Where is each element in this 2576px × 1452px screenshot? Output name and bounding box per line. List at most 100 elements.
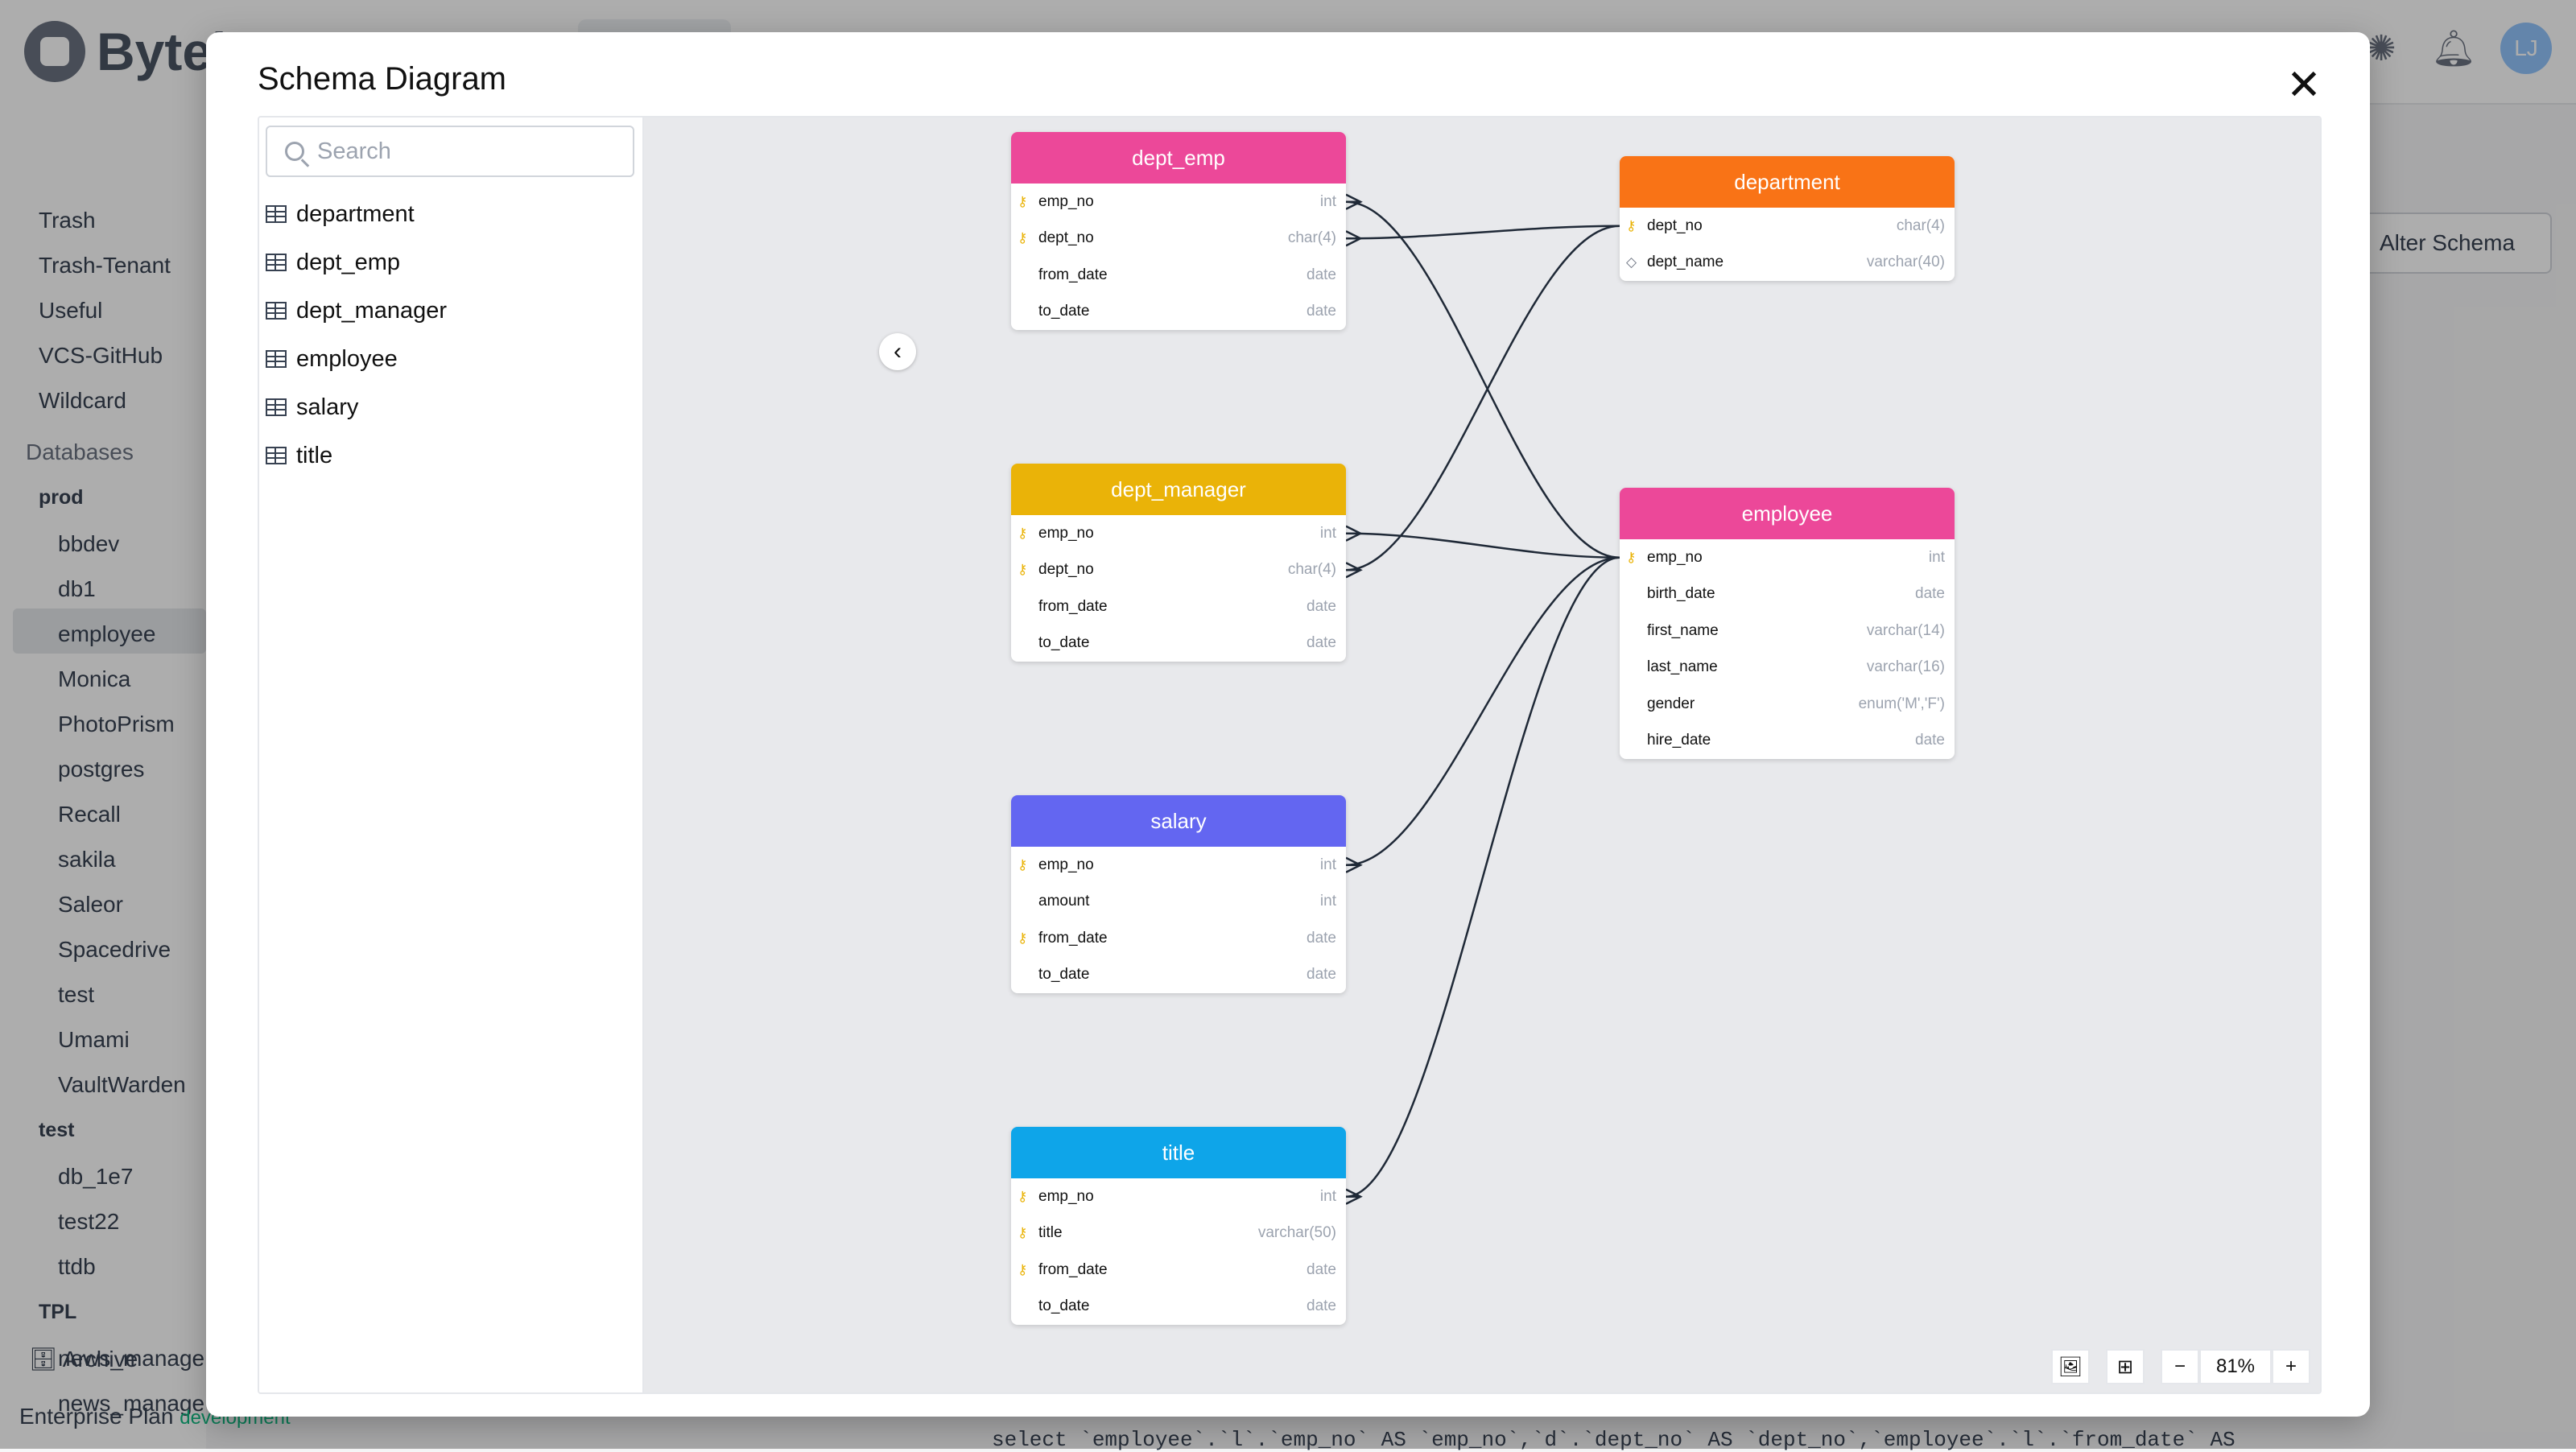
collapse-panel-icon[interactable]: ‹	[879, 333, 916, 370]
column-name: dept_name	[1647, 254, 1724, 271]
sidebar-item: Databases	[26, 439, 134, 464]
fit-view-icon[interactable]: ⊞	[2106, 1349, 2145, 1384]
sidebar-item[interactable]: PhotoPrism	[58, 712, 175, 736]
key-icon: ⚷	[1018, 1261, 1028, 1277]
sidebar-item[interactable]: postgres	[58, 757, 145, 782]
sidebar-item[interactable]: Wildcard	[39, 388, 126, 413]
sidebar-item[interactable]: Trash	[39, 208, 96, 233]
column-name: dept_no	[1038, 229, 1094, 247]
sidebar-item[interactable]: Saleor	[58, 892, 123, 917]
column-name: amount	[1038, 893, 1090, 910]
sidebar-item[interactable]: Useful	[39, 298, 103, 323]
relation-edge	[1345, 556, 1620, 1198]
avatar[interactable]: LJ	[2500, 23, 2552, 74]
sidebar-item[interactable]: VCS-GitHub	[39, 343, 163, 368]
sidebar-item[interactable]: sakila	[58, 847, 116, 872]
sidebar-item[interactable]: news_manage	[58, 1346, 205, 1371]
key-icon: ⚷	[1018, 230, 1028, 246]
bell-icon[interactable]: 🔔︎	[2431, 29, 2476, 68]
table-list-item[interactable]: dept_manager	[266, 290, 447, 332]
column-type: int	[1928, 548, 1945, 566]
table-list-item[interactable]: department	[266, 193, 415, 235]
column-type: int	[1319, 1187, 1336, 1205]
sidebar-item[interactable]: ttdb	[58, 1254, 96, 1279]
sidebar-item[interactable]: prod	[39, 486, 84, 509]
column-name: emp_no	[1038, 1187, 1094, 1205]
crows-foot-marker	[1345, 562, 1363, 579]
column-name: first_name	[1647, 621, 1719, 639]
table-list-item[interactable]: salary	[266, 386, 358, 428]
sidebar-item[interactable]: Recall	[58, 802, 121, 827]
sidebar-item[interactable]: Trash-Tenant	[39, 253, 171, 278]
column-name: emp_no	[1038, 192, 1094, 210]
sidebar-item[interactable]: db_1e7	[58, 1164, 134, 1189]
search-field[interactable]	[266, 126, 634, 177]
table-list-item[interactable]: employee	[266, 338, 398, 380]
bug-icon[interactable]: ✺	[2366, 28, 2396, 68]
sidebar-item[interactable]: employee	[58, 621, 156, 646]
brand-logo[interactable]: Bytel	[24, 21, 226, 82]
archive-item[interactable]: 🗄︎ Archive	[29, 1346, 138, 1372]
zoom-level: 81%	[2199, 1349, 2272, 1384]
close-icon[interactable]: ✕	[2286, 62, 2322, 109]
search-input[interactable]	[316, 137, 625, 166]
column-type: date	[1307, 966, 1336, 984]
sidebar-item[interactable]: test	[58, 982, 95, 1007]
relation-edge	[1345, 225, 1620, 571]
unique-icon: ◇	[1626, 254, 1637, 270]
column-name: dept_no	[1647, 217, 1703, 234]
table-node-title: salary	[1011, 795, 1346, 847]
sidebar-item[interactable]: Spacedrive	[58, 937, 171, 962]
column-name: to_date	[1038, 634, 1090, 652]
column-type: varchar(40)	[1866, 254, 1945, 271]
crows-foot-marker	[1345, 230, 1363, 247]
sidebar-item[interactable]: db1	[58, 576, 96, 601]
column-row: ◇ dept_name varchar(40)	[1620, 245, 1955, 282]
sidebar-item[interactable]: test	[39, 1119, 75, 1141]
column-name: from_date	[1038, 1260, 1108, 1278]
crows-foot-marker	[1345, 856, 1363, 873]
column-type: date	[1915, 732, 1945, 749]
sidebar-item[interactable]: VaultWarden	[58, 1072, 186, 1097]
export-image-icon[interactable]: 🖼︎	[2051, 1349, 2090, 1384]
table-icon	[266, 205, 287, 223]
zoom-out-icon[interactable]: −	[2161, 1349, 2199, 1384]
column-type: date	[1307, 597, 1336, 615]
brand-name: Bytel	[97, 22, 227, 81]
table-list-item[interactable]: title	[266, 435, 332, 476]
sidebar-item[interactable]: news_manage	[58, 1391, 205, 1416]
sidebar-item[interactable]: test22	[58, 1209, 120, 1234]
table-list-label: title	[296, 442, 333, 468]
sidebar-item[interactable]: Umami	[58, 1027, 130, 1052]
zoom-in-icon[interactable]: +	[2272, 1349, 2310, 1384]
key-icon: ⚷	[1018, 193, 1028, 209]
table-list-label: dept_manager	[296, 297, 448, 324]
column-name: emp_no	[1038, 524, 1094, 542]
key-icon: ⚷	[1018, 562, 1028, 578]
table-list-item[interactable]: dept_emp	[266, 241, 400, 283]
sidebar-selected-highlight	[13, 608, 206, 654]
sidebar-item[interactable]: Monica	[58, 666, 131, 691]
sidebar-item[interactable]: TPL	[39, 1301, 77, 1323]
column-type: int	[1319, 856, 1336, 873]
alter-schema-button[interactable]: Alter Schema	[2343, 212, 2552, 274]
crows-foot-marker	[1345, 193, 1363, 210]
sidebar-item[interactable]: bbdev	[58, 531, 120, 556]
column-type: date	[1307, 929, 1336, 947]
schema-diagram-modal: Schema Diagram ✕ departmentdept_empdept_…	[206, 32, 2370, 1417]
logo-icon	[24, 21, 85, 82]
